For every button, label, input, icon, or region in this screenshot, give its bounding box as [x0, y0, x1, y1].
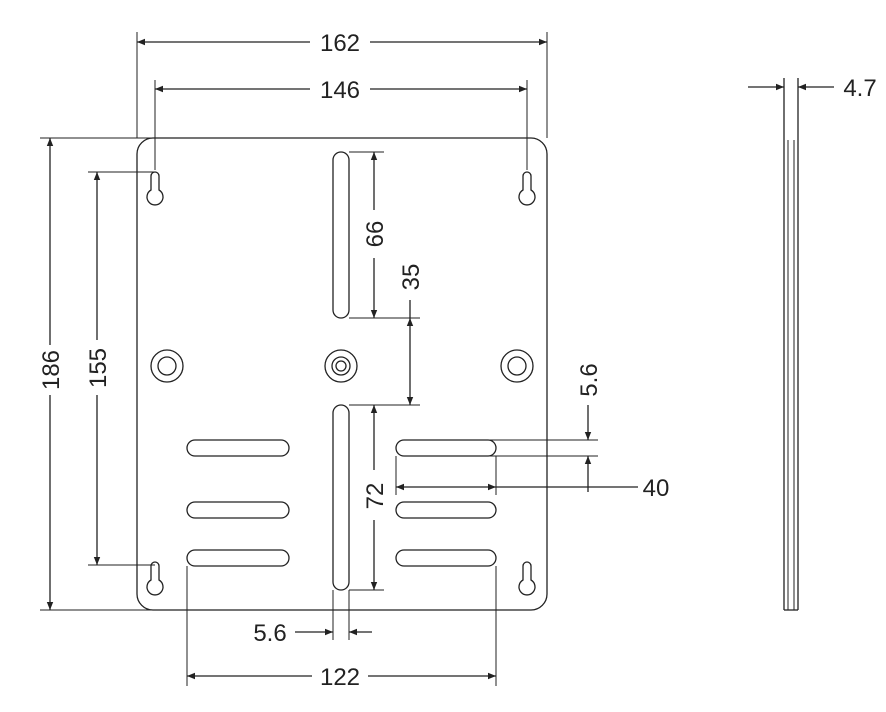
dim-label-35: 35 — [398, 264, 425, 291]
dimension-lines — [46, 38, 834, 680]
keyhole-bottom-right — [518, 561, 536, 596]
keyhole-slots — [146, 171, 536, 596]
keyhole-bottom-left — [146, 561, 164, 596]
keyhole-top-left — [146, 171, 164, 206]
front-view-plate — [136, 137, 548, 611]
dim-label-5-6-bottom: 5.6 — [253, 620, 286, 647]
extension-lines — [40, 32, 598, 686]
dim-label-72: 72 — [362, 483, 389, 510]
dim-label-4-7: 4.7 — [843, 75, 876, 102]
dim-label-5-6-side: 5.6 — [576, 363, 603, 396]
dim-label-186: 186 — [38, 350, 65, 390]
plate-outline — [136, 137, 548, 611]
keyhole-top-right — [518, 171, 536, 206]
dim-label-122: 122 — [320, 664, 360, 691]
dim-label-146: 146 — [320, 77, 360, 104]
side-view-plate — [783, 78, 799, 611]
slots — [186, 151, 497, 591]
mounting-bosses — [150, 349, 534, 383]
dim-label-155: 155 — [85, 348, 112, 388]
dim-label-66: 66 — [362, 221, 389, 248]
dim-label-162: 162 — [320, 30, 360, 57]
dim-label-40: 40 — [643, 475, 670, 502]
